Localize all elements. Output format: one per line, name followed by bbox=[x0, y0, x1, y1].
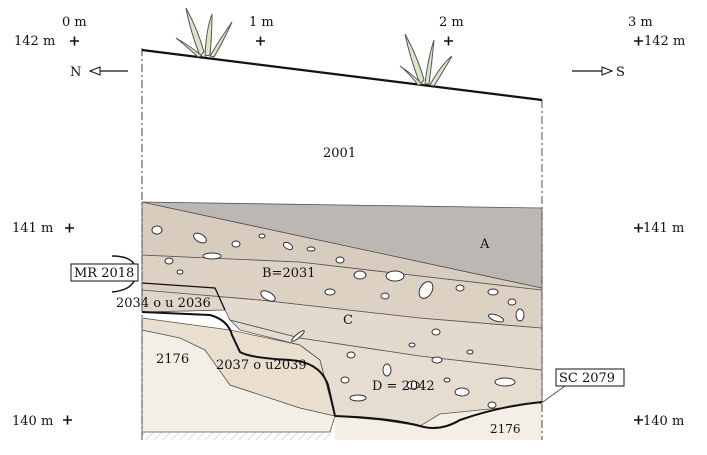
south-arrow-head-icon bbox=[601, 66, 614, 76]
scale-crosses bbox=[63, 36, 643, 425]
elev-left-140: 140 m bbox=[12, 414, 53, 429]
mr-label-box bbox=[70, 263, 139, 282]
scale-label-2m: 2 m bbox=[439, 15, 464, 30]
boundary-2034 bbox=[141, 282, 226, 311]
mr-2018-label: MR 2018 bbox=[74, 266, 134, 281]
grass-icon bbox=[175, 7, 233, 58]
unit-2001-label: 2001 bbox=[323, 146, 356, 161]
elev-left-142: 142 m bbox=[14, 34, 55, 49]
unit-D-label: D = 2042 bbox=[372, 379, 435, 394]
ground-surface bbox=[141, 48, 543, 102]
cut-line-left bbox=[141, 311, 336, 417]
unit-B-label: B=2031 bbox=[262, 266, 316, 281]
scale-label-0m: 0 m bbox=[62, 15, 87, 30]
sc-leader bbox=[539, 385, 566, 405]
unit-2176-left-label: 2176 bbox=[156, 352, 189, 367]
sc-2079-label: SC 2079 bbox=[559, 371, 615, 386]
south-label: S bbox=[616, 65, 625, 80]
sc-label-box bbox=[555, 368, 625, 387]
elev-right-142: 142 m bbox=[644, 34, 685, 49]
grass-icon bbox=[399, 33, 453, 87]
scale-label-3m: 3 m bbox=[628, 15, 653, 30]
north-label: N bbox=[70, 65, 81, 80]
scale-label-1m: 1 m bbox=[249, 15, 274, 30]
cut-line-sc2079 bbox=[334, 401, 543, 429]
layer-2037 bbox=[141, 317, 336, 417]
unit-A-label: A bbox=[479, 237, 490, 252]
elev-right-141: 141 m bbox=[643, 221, 684, 236]
elev-right-140: 140 m bbox=[643, 414, 684, 429]
unit-2176-right-label: 2176 bbox=[490, 422, 521, 436]
unit-C-label: C bbox=[343, 313, 353, 328]
elev-left-141: 141 m bbox=[12, 221, 53, 236]
unit-2034-label: 2034 o u 2036 bbox=[116, 296, 211, 311]
unit-2037-label: 2037 o u2039 bbox=[216, 358, 307, 373]
north-arrow-head-icon bbox=[88, 66, 101, 76]
stones bbox=[151, 225, 525, 409]
